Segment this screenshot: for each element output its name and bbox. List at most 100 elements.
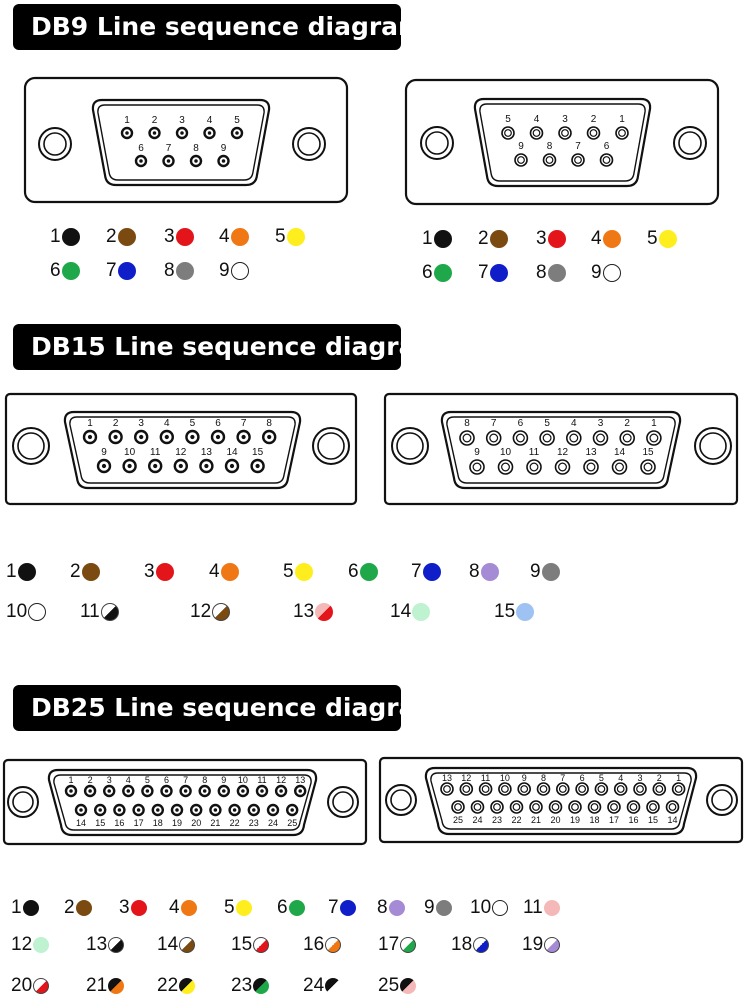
pin-label: 16	[114, 818, 124, 828]
wire-color-dot	[435, 900, 452, 916]
legend-item-19: 19	[522, 934, 561, 956]
pin-label: 2	[657, 773, 662, 783]
wire-color-dot	[547, 264, 566, 282]
pin-label: 6	[164, 775, 169, 785]
wire-color-dot	[325, 937, 342, 953]
legend-item-2: 2	[70, 561, 100, 583]
legend-number: 4	[591, 228, 602, 249]
pin-label: 6	[138, 143, 144, 154]
pin-8: 8	[536, 773, 551, 796]
wire-color-dot	[230, 262, 249, 280]
legend-item-25: 25	[378, 975, 417, 997]
pin-9: 9	[217, 775, 231, 798]
legend-item-1: 1	[11, 897, 39, 919]
wire-color-dot	[286, 228, 305, 246]
pin-17: 17	[607, 800, 621, 825]
legend-item-8: 8	[469, 561, 499, 583]
legend-item-12: 12	[190, 601, 231, 623]
legend-item-4: 4	[219, 226, 249, 248]
pin-4: 4	[613, 773, 628, 796]
pin-label: 7	[166, 143, 172, 154]
pin-2: 2	[108, 418, 123, 445]
pin-1: 1	[671, 773, 686, 796]
legend-item-7: 7	[106, 260, 136, 282]
legend-number: 2	[106, 226, 117, 247]
legend-number: 7	[328, 897, 339, 918]
pin-label: 3	[179, 115, 185, 126]
pin-label: 8	[202, 775, 207, 785]
wire-color-dot	[180, 900, 197, 916]
pin-11: 11	[478, 773, 493, 796]
legend-number: 1	[50, 226, 61, 247]
pin-label: 1	[68, 775, 73, 785]
legend-number: 7	[106, 260, 117, 281]
legend-number: 2	[70, 561, 81, 582]
legend-number: 7	[478, 262, 489, 283]
pin-6: 6	[160, 775, 173, 798]
pin-label: 5	[234, 115, 240, 126]
pin-label: 21	[531, 815, 541, 825]
legend-number: 9	[219, 260, 230, 281]
pin-label: 9	[101, 447, 107, 458]
wire-color-dot	[400, 978, 417, 994]
pin-15: 15	[640, 447, 656, 475]
legend-number: 6	[422, 262, 433, 283]
legend-number: 20	[11, 975, 33, 996]
pin-label: 3	[637, 773, 642, 783]
pin-label: 10	[500, 447, 512, 458]
pin-label: 6	[518, 418, 524, 429]
legend-number: 2	[64, 897, 75, 918]
wire-color-dot	[325, 978, 342, 994]
pin-label: 5	[505, 114, 511, 125]
pin-9: 9	[96, 447, 112, 474]
pin-label: 1	[676, 773, 681, 783]
legend-item-8: 8	[536, 262, 566, 284]
pin-label: 19	[570, 815, 580, 825]
pin-7: 7	[485, 418, 502, 446]
legend-item-8: 8	[377, 897, 405, 919]
wire-color-dot	[75, 900, 92, 916]
pin-label: 6	[580, 773, 585, 783]
wire-color-dot	[473, 937, 490, 953]
pin-5: 5	[230, 115, 244, 140]
pin-label: 8	[464, 418, 470, 429]
pin-21: 21	[529, 800, 543, 825]
pin-15: 15	[250, 447, 265, 474]
pin-label: 14	[667, 815, 677, 825]
pin-7: 7	[179, 775, 192, 798]
pin-5: 5	[539, 418, 555, 446]
pin-11: 11	[526, 447, 542, 475]
wire-color-dot	[81, 563, 100, 581]
mounting-hole-inner	[43, 132, 67, 156]
pin-label: 24	[472, 815, 482, 825]
legend-item-15: 15	[231, 934, 270, 956]
wire-color-dot	[108, 978, 125, 994]
mounting-hole-inner	[396, 432, 424, 460]
legend-number: 11	[80, 601, 100, 622]
legend-item-7: 7	[328, 897, 356, 919]
pin-10: 10	[122, 447, 137, 474]
pin-label: 7	[183, 775, 188, 785]
legend-item-3: 3	[119, 897, 147, 919]
wire-color-dot	[33, 937, 50, 953]
wire-color-dot	[602, 230, 621, 248]
pin-label: 25	[453, 815, 463, 825]
wire-color-dot	[179, 978, 196, 994]
legend-number: 21	[86, 975, 108, 996]
wire-color-dot	[61, 262, 80, 280]
legend-item-7: 7	[478, 262, 508, 284]
legend-number: 8	[164, 260, 175, 281]
legend-number: 11	[523, 897, 543, 918]
pin-label: 25	[287, 818, 297, 828]
pin-15: 15	[93, 803, 107, 828]
pin-label: 12	[557, 447, 569, 458]
pin-label: 23	[492, 815, 502, 825]
pin-label: 2	[591, 114, 597, 125]
pin-13: 13	[583, 447, 599, 475]
pin-label: 3	[562, 114, 568, 125]
wire-color-dot	[253, 937, 270, 953]
pin-1: 1	[64, 775, 78, 798]
legend-number: 6	[50, 260, 61, 281]
pin-24: 24	[470, 800, 485, 825]
